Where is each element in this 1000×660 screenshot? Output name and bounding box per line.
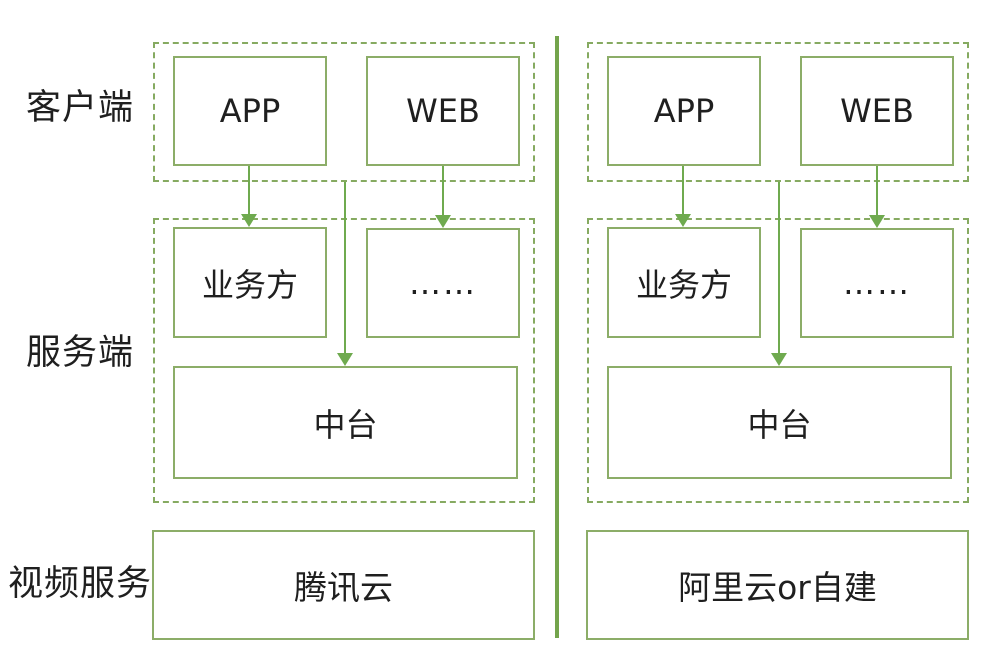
app-box-label: APP (653, 92, 715, 130)
middle-platform-label: 中台 (313, 405, 378, 444)
column-divider (555, 36, 559, 638)
web-box-label: WEB (406, 92, 480, 130)
business-box: 业务方 (173, 227, 327, 338)
row-label-server: 服务端 (26, 333, 135, 373)
client-group-frame (153, 42, 535, 182)
arrow-web-to-others (876, 166, 878, 217)
arrow-app-to-business (682, 166, 684, 216)
arrow-client-to-middle (778, 182, 780, 355)
business-box: 业务方 (607, 227, 761, 338)
client-group-frame (587, 42, 969, 182)
row-label-client: 客户端 (26, 88, 135, 128)
arrowhead-web-to-others (869, 215, 885, 228)
arrowhead-web-to-others (435, 215, 451, 228)
arrowhead-client-to-middle (771, 353, 787, 366)
arrowhead-app-to-business (241, 214, 257, 227)
arrow-app-to-business (248, 166, 250, 216)
middle-platform-box: 中台 (173, 366, 518, 479)
business-box-label: 业务方 (201, 265, 298, 304)
row-label-video: 视频服务 (8, 564, 153, 604)
middle-platform-box: 中台 (607, 366, 952, 479)
arrowhead-client-to-middle (337, 353, 353, 366)
video-service-label: 阿里云or自建 (678, 568, 877, 607)
web-box: WEB (800, 56, 954, 166)
app-box: APP (173, 56, 327, 166)
arrow-client-to-middle (344, 182, 346, 355)
video-service-label: 腾讯云 (294, 568, 393, 607)
arrow-web-to-others (442, 166, 444, 217)
middle-platform-label: 中台 (747, 405, 812, 444)
video-service-box: 阿里云or自建 (586, 530, 969, 640)
app-box: APP (607, 56, 761, 166)
web-box: WEB (366, 56, 520, 166)
web-box-label: WEB (840, 92, 914, 130)
arrowhead-app-to-business (675, 214, 691, 227)
others-box-label: …… (843, 264, 911, 302)
video-service-box: 腾讯云 (152, 530, 535, 640)
column-alicloud-selfbuilt: APP WEB 业务方 …… 中台 阿里云or自建 (586, 0, 973, 660)
column-tencent-cloud: APP WEB 业务方 …… 中台 腾讯云 (152, 0, 539, 660)
others-box: …… (366, 228, 520, 338)
others-box-label: …… (409, 264, 477, 302)
business-box-label: 业务方 (635, 265, 732, 304)
app-box-label: APP (219, 92, 281, 130)
others-box: …… (800, 228, 954, 338)
